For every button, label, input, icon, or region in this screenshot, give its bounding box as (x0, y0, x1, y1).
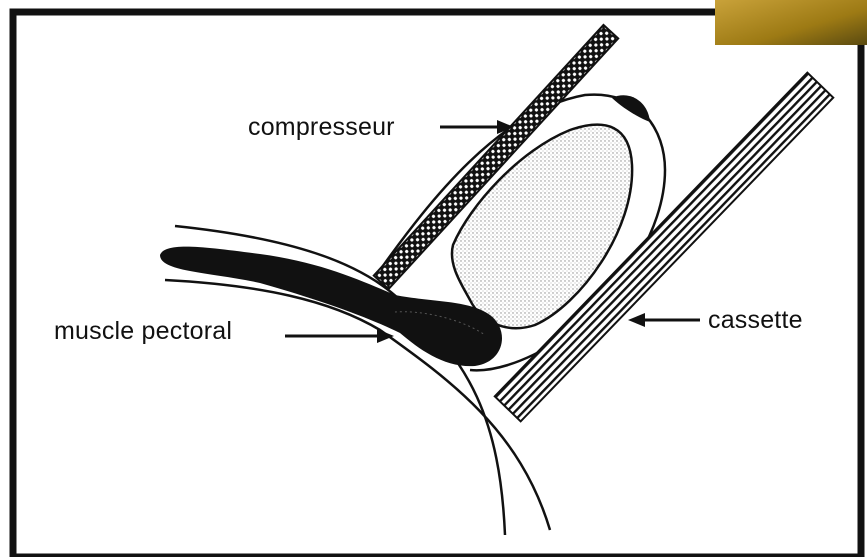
compressor-label: compresseur (248, 113, 395, 142)
muscle-arrow (285, 329, 394, 343)
pectoral-muscle-label: muscle pectoral (54, 317, 232, 346)
cassette-arrow (628, 313, 700, 327)
corner-photo (715, 0, 867, 45)
cassette-label: cassette (708, 306, 803, 335)
